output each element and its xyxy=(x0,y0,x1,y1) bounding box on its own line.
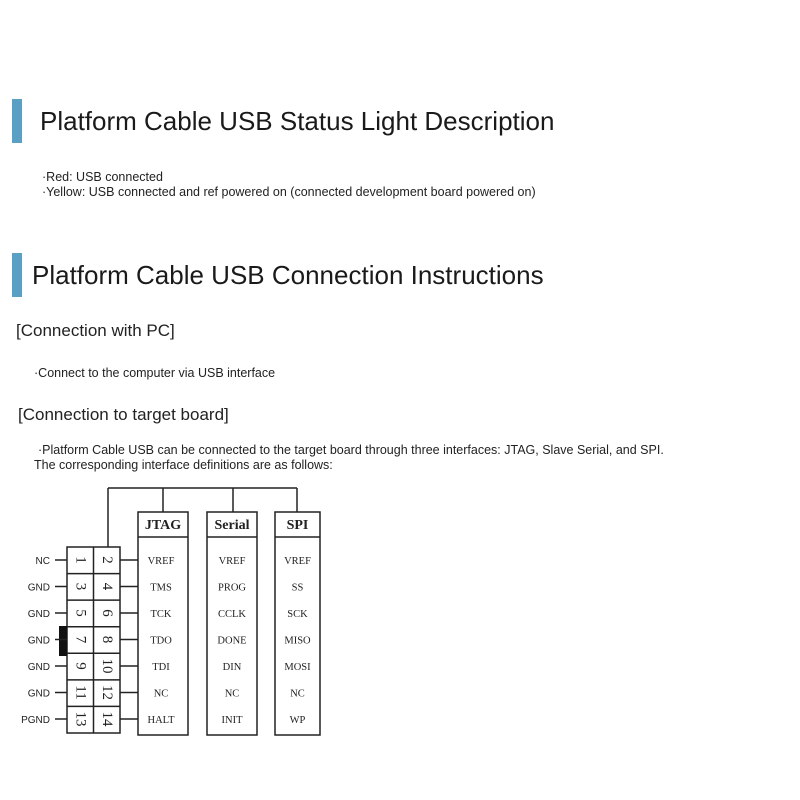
target-connection-line-2: The corresponding interface definitions … xyxy=(34,458,333,472)
pin-number: 14 xyxy=(99,712,115,728)
signal-jtag-7: HALT xyxy=(147,715,175,726)
signal-spi-5: MOSI xyxy=(284,662,311,673)
left-pin-label: GND xyxy=(28,609,50,620)
status-bullet-red: ·Red: USB connected xyxy=(42,170,163,184)
signal-serial-5: DIN xyxy=(223,662,242,673)
signal-serial-2: PROG xyxy=(218,583,246,594)
signal-serial-1: VREF xyxy=(219,556,246,567)
signal-serial-3: CCLK xyxy=(218,609,246,620)
target-connection-line-1: ·Platform Cable USB can be connected to … xyxy=(38,443,664,457)
signal-spi-2: SS xyxy=(292,583,304,594)
accent-bar xyxy=(12,99,22,143)
pin-number: 3 xyxy=(72,583,88,591)
column-box-jtag xyxy=(137,511,189,736)
pc-connection-text: ·Connect to the computer via USB interfa… xyxy=(34,366,276,380)
signal-jtag-1: VREF xyxy=(148,556,175,567)
target-connection-text: ·Platform Cable USB can be connected to … xyxy=(34,443,664,473)
signal-serial-6: NC xyxy=(225,689,240,700)
signal-serial-7: INIT xyxy=(222,715,244,726)
connection-section-title: Platform Cable USB Connection Instructio… xyxy=(32,259,544,290)
left-pin-label: PGND xyxy=(21,715,50,726)
signal-jtag-6: NC xyxy=(154,689,169,700)
column-header-serial: Serial xyxy=(215,518,250,533)
column-box-serial xyxy=(206,511,258,736)
status-bullet-yellow: ·Yellow: USB connected and ref powered o… xyxy=(42,185,536,199)
left-pin-label: GND xyxy=(28,583,50,594)
signal-spi-3: SCK xyxy=(287,609,308,620)
pin-number: 4 xyxy=(99,583,115,591)
signal-spi-4: MISO xyxy=(284,636,311,647)
status-bullets: ·Red: USB connected ·Yellow: USB connect… xyxy=(42,170,536,200)
pc-connection-heading: [Connection with PC] xyxy=(16,321,175,340)
signal-serial-4: DONE xyxy=(217,636,246,647)
pin-number: 7 xyxy=(72,636,88,644)
pin-number: 13 xyxy=(72,712,88,727)
pin-number: 2 xyxy=(99,556,115,564)
connection-section-header: Platform Cable USB Connection Instructio… xyxy=(12,253,544,297)
status-section-header: Platform Cable USB Status Light Descript… xyxy=(12,99,554,143)
left-pin-label: GND xyxy=(28,662,50,673)
left-pin-label: GND xyxy=(28,689,50,700)
accent-bar xyxy=(12,253,22,297)
pin-number: 1 xyxy=(72,556,88,564)
header-key-notch xyxy=(59,626,67,656)
signal-jtag-3: TCK xyxy=(151,609,172,620)
signal-jtag-2: TMS xyxy=(150,583,172,594)
pin-number: 8 xyxy=(99,636,115,644)
column-header-jtag: JTAG xyxy=(145,518,181,533)
signal-spi-7: WP xyxy=(290,715,306,726)
signal-jtag-5: TDI xyxy=(152,662,170,673)
column-header-spi: SPI xyxy=(287,518,309,533)
pin-number: 11 xyxy=(72,685,88,699)
signal-jtag-4: TDO xyxy=(150,636,172,647)
left-pin-label: NC xyxy=(36,556,50,567)
pin-number: 10 xyxy=(99,659,115,674)
pin-number: 9 xyxy=(72,662,88,670)
target-connection-heading: [Connection to target board] xyxy=(18,405,229,424)
signal-spi-1: VREF xyxy=(284,556,311,567)
column-box-spi xyxy=(274,511,321,736)
pin-number: 12 xyxy=(99,685,115,700)
pin-number: 6 xyxy=(99,609,115,617)
pin-number: 5 xyxy=(72,609,88,617)
left-pin-label: GND xyxy=(28,636,50,647)
signal-spi-6: NC xyxy=(290,689,305,700)
status-section-title: Platform Cable USB Status Light Descript… xyxy=(40,105,555,136)
